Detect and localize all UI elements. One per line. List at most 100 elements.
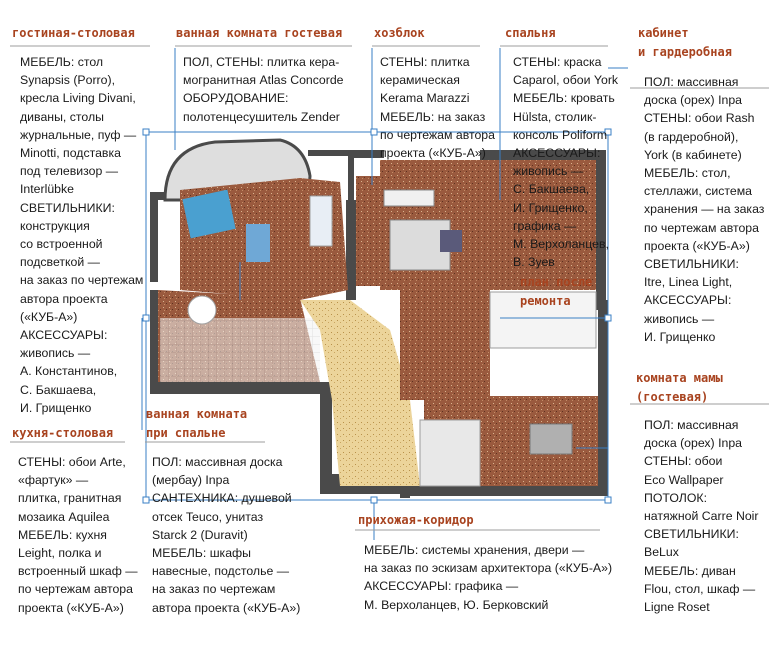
kitchen-line: Leight, полка и (18, 546, 102, 561)
kitchen-table (187, 295, 217, 325)
kitchen-heading: кухня-столовая (12, 424, 113, 443)
living-line: А. Константинов, (20, 364, 118, 379)
kitchen-line: встроенный шкаф — (18, 564, 138, 579)
guest-bath-line: могранитная Atlas Concorde (183, 73, 344, 88)
kitchen-line: мозаика Aquilea (18, 509, 110, 524)
bedroom-line: С. Бакшаева, (513, 182, 590, 197)
bedroom-text: СТЕНЫ: краска Caparol, обои York МЕБЕЛЬ:… (513, 53, 618, 271)
study-line: ПОЛ: массивная (644, 75, 739, 89)
study-line: МЕБЕЛЬ: стол, (644, 166, 731, 181)
utility-line: МЕБЕЛЬ: на заказ (380, 109, 486, 124)
living-line: С. Бакшаева, (20, 382, 97, 397)
bedroom-line: МЕБЕЛЬ: кровать (513, 91, 615, 106)
kitchen-line: СТЕНЫ: обои Arte, (18, 455, 126, 469)
kitchen-line: проекта («КУБ-А») (18, 600, 124, 615)
living-line: на заказ по чертежам (20, 273, 144, 288)
guest-bath-line: ПОЛ, СТЕНЫ: плитка кера- (183, 55, 340, 69)
sofa-mother (529, 423, 573, 455)
master-bath-text: ПОЛ: массивная доска (мербау) Inpa САНТЕ… (152, 453, 300, 617)
master-bath-line: отсек Teuco, унитаз (152, 509, 264, 524)
living-line: подсветкой — (20, 255, 100, 270)
bedroom-line: И. Грищенко, (513, 200, 588, 215)
utility-line: Kerama Marazzi (380, 91, 470, 106)
mother-room-line: натяжной Carre Noir (644, 509, 759, 524)
living-line: живопись — (20, 346, 91, 361)
bedroom-line: М. Верхоланцев, (513, 237, 609, 252)
study-line: доска (орех) Inpa (644, 93, 743, 108)
study-line: СВЕТИЛЬНИКИ: (644, 257, 739, 272)
kitchen-text: СТЕНЫ: обои Arte, «фартук» — плитка, гра… (18, 453, 138, 617)
study-line: (в гардеробной), (644, 129, 739, 144)
mother-room-line: СТЕНЫ: обои (644, 454, 723, 469)
kitchen-line: МЕБЕЛЬ: кухня (18, 527, 107, 542)
master-bath-heading-line: при спальне (146, 426, 226, 440)
guest-bath-text: ПОЛ, СТЕНЫ: плитка кера- могранитная Atl… (183, 53, 344, 126)
hallway-line: МЕБЕЛЬ: системы хранения, двери — (364, 543, 585, 557)
master-bath-line: автора проекта («КУБ-А») (152, 600, 301, 615)
study-line: И. Грищенко (644, 329, 716, 344)
utility-text: СТЕНЫ: плитка керамическая Kerama Marazz… (380, 53, 495, 162)
living-line: Synapsis (Porro), (20, 73, 115, 88)
bedroom-line: В. Зуев (513, 255, 555, 270)
study-line: стеллажи, система (644, 184, 752, 199)
bedroom-line: графика — (513, 218, 577, 233)
kitchen-counter-area (160, 318, 320, 382)
hallway-line: М. Верхоланцев, Ю. Берковский (364, 597, 549, 612)
study-line: Itre, Linea Light, (644, 275, 733, 290)
plan-label-line: план после (520, 275, 593, 289)
bedroom-line: Hülsta, столик- (513, 109, 597, 124)
mother-room-line: Eco Wallpaper (644, 472, 724, 487)
master-bath-heading-line: ванная комната (146, 407, 248, 421)
study-heading: кабинет и гардеробная (638, 24, 732, 62)
master-bath-line: ПОЛ: массивная доска (152, 455, 283, 469)
plan-label-line: ремонта (520, 294, 571, 308)
living-line: под телевизор — (20, 164, 119, 179)
sofa-living (182, 189, 236, 239)
master-bath-line: САНТЕХНИКА: душевой (152, 491, 292, 506)
study-line: живопись — (644, 311, 715, 326)
living-heading: гостиная-столовая (12, 24, 135, 43)
utility-heading: хозблок (374, 24, 425, 43)
bedroom-line: живопись — (513, 164, 584, 179)
mother-room-line: BeLux (644, 545, 679, 560)
guest-bath-line: ОБОРУДОВАНИЕ: (183, 91, 289, 106)
utility-line: по чертежам автора (380, 127, 495, 142)
kitchen-line: плитка, гранитная (18, 491, 122, 506)
study-text: ПОЛ: массивная доска (орех) Inpa СТЕНЫ: … (644, 73, 764, 346)
hallway-heading-line: прихожая-коридор (358, 513, 474, 527)
study-line: хранения — на заказ (644, 202, 765, 217)
study-line: СТЕНЫ: обои Rash (644, 111, 755, 126)
living-text: МЕБЕЛЬ: стол Synapsis (Porro), кресла Li… (20, 53, 143, 417)
plan-label: план после ремонта (520, 273, 592, 311)
master-bath (419, 419, 481, 487)
wardrobe (489, 291, 597, 349)
bedroom-line: консоль Poliform (513, 127, 608, 142)
hallway-line: АКСЕССУАРЫ: графика — (364, 579, 519, 594)
master-bath-line: МЕБЕЛЬ: шкафы (152, 546, 251, 561)
living-line: автора проекта (20, 291, 108, 306)
header-rules (10, 45, 769, 531)
living-line: («КУБ-А») (20, 309, 78, 324)
kitchen-line: по чертежам автора (18, 582, 133, 597)
mother-room-heading-line: (гостевая) (636, 390, 709, 404)
mother-room-text: ПОЛ: массивная доска (орех) Inpa СТЕНЫ: … (644, 416, 759, 616)
mother-room-line: Ligne Roset (644, 600, 710, 615)
hallway-text: МЕБЕЛЬ: системы хранения, двери — на зак… (364, 541, 612, 614)
guest-bath-line: полотенцесушитель Zender (183, 109, 340, 124)
hallway-line: на заказ по эскизам архитектора («КУБ-А»… (364, 561, 613, 576)
master-bath-heading: ванная комната при спальне (146, 405, 247, 443)
utility-line: керамическая (380, 73, 460, 88)
armchair-living (246, 224, 270, 262)
mother-room-line: СВЕТИЛЬНИКИ: (644, 527, 739, 542)
hallway-heading: прихожая-коридор (358, 511, 474, 530)
living-line: Minotti, подставка (20, 146, 121, 161)
living-line: АКСЕССУАРЫ: (20, 328, 108, 343)
living-line: журнальные, пуф — (20, 127, 137, 142)
kitchen-line: «фартук» — (18, 473, 89, 488)
kitchen-heading-line: кухня-столовая (12, 426, 114, 440)
study-line: проекта («КУБ-А») (644, 238, 750, 253)
master-bath-line: на заказ по чертежам (152, 582, 276, 597)
mother-room-line: ПОТОЛОК: (644, 490, 708, 505)
living-heading-line: гостиная-столовая (12, 26, 135, 40)
